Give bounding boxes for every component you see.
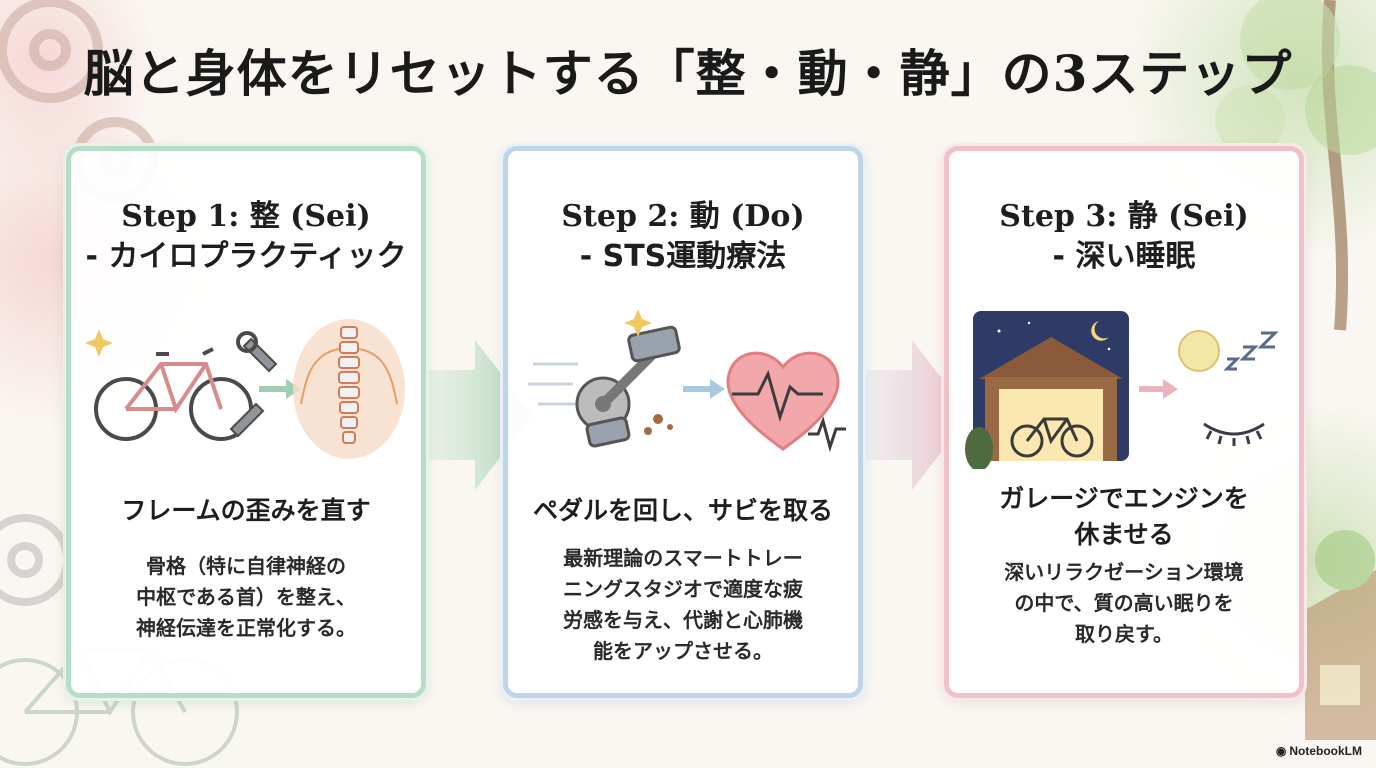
heart-pulse-icon [726, 351, 846, 453]
spine-icon [293, 319, 405, 459]
bicycle-icon [94, 347, 253, 441]
step-illustration [85, 319, 405, 459]
step-card-1: Step 1: 整 (Sei) - カイロプラクティック [66, 146, 426, 698]
step-subhead: ペダルを回し、サビを取る [532, 496, 833, 525]
pedal-icon [528, 325, 681, 448]
moon-icon [1178, 330, 1220, 372]
step-title: Step 3: 静 (Sei) - 深い睡眠 [949, 197, 1299, 277]
sparkle-icon [85, 329, 113, 357]
sparkle-icon [624, 309, 652, 337]
step-illustration [528, 309, 846, 453]
step-card-2: Step 2: 動 (Do) - STS運動療法 ペダルを回し、サビを取る 最新… [503, 146, 863, 698]
step-title-line1: Step 3: 静 (Sei) [999, 199, 1249, 234]
page-title: 脳と身体をリセットする「整・動・静」の3ステップ [83, 44, 1293, 103]
step-title-line2: - 深い睡眠 [1052, 239, 1196, 274]
step-description: 最新理論のスマートトレー ニングスタジオで適度な疲 労感を与え、代謝と心肺機 能… [563, 546, 803, 663]
garage-icon [965, 311, 1129, 469]
step-subhead: ガレージでエンジンを 休ませる [999, 484, 1249, 549]
notebooklm-badge: ◉NotebookLM [1275, 744, 1362, 758]
notebooklm-logo-icon: ◉ [1275, 744, 1287, 758]
wrench-icon [229, 331, 278, 438]
step-title-line2: - カイロプラクティック [85, 239, 407, 274]
step-title-line2: - STS運動療法 [579, 239, 787, 274]
arrow-right-icon [842, 340, 970, 490]
step-title: Step 1: 整 (Sei) - カイロプラクティック [71, 197, 421, 277]
step-title: Step 2: 動 (Do) - STS運動療法 [508, 197, 858, 277]
step-subhead: フレームの歪みを直す [121, 496, 371, 525]
step-description: 骨格（特に自律神経の 中枢である首）を整え、 神経伝達を正常化する。 [136, 554, 356, 640]
step-illustration [965, 311, 1279, 469]
arrow-right-icon [405, 340, 533, 490]
step-title-line1: Step 1: 整 (Sei) [121, 199, 371, 234]
step-card-3: Step 3: 静 (Sei) - 深い睡眠 [944, 146, 1304, 698]
sleeping-eye-icon [1203, 331, 1279, 446]
step-description: 深いリラクゼーション環境 の中で、質の高い眠りを 取り戻す。 [1004, 560, 1244, 646]
step-title-line1: Step 2: 動 (Do) [561, 199, 805, 234]
